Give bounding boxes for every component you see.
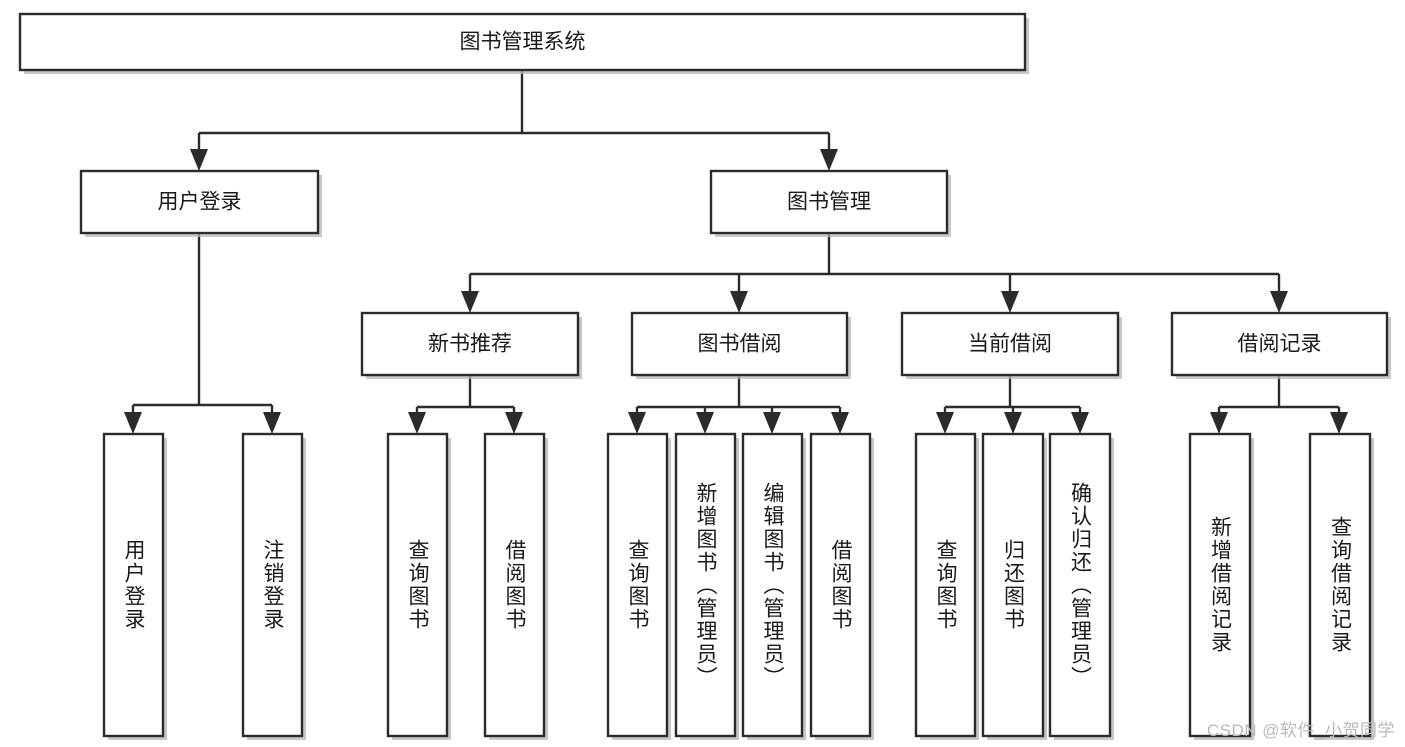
node-box-leaf-add-record[interactable]: [1188, 432, 1252, 738]
arrow-head: [936, 412, 954, 434]
node-box-leaf-user-login[interactable]: [102, 432, 165, 738]
arrow-head: [696, 412, 714, 434]
node-box-leaf-query-record[interactable]: [1308, 432, 1372, 738]
arrow-head: [190, 149, 208, 171]
node-box-leaf-borrow-book-2[interactable]: [809, 432, 872, 738]
node-box-book-manage[interactable]: [709, 169, 949, 235]
node-box-leaf-borrow-book-1[interactable]: [483, 432, 546, 738]
arrow-head: [1330, 412, 1348, 434]
arrow-head: [831, 412, 849, 434]
arrow-head: [263, 412, 281, 434]
node-label-book-borrow: 图书借阅: [698, 333, 782, 356]
arrow-head: [1270, 291, 1288, 313]
node-box-leaf-user-logout[interactable]: [241, 432, 304, 738]
node-box-leaf-query-book-2[interactable]: [606, 432, 669, 738]
node-box-root[interactable]: [18, 12, 1027, 72]
arrow-head: [461, 291, 479, 313]
node-label-root: 图书管理系统: [460, 31, 586, 54]
node-box-leaf-query-book-1[interactable]: [386, 432, 449, 738]
node-box-leaf-add-book[interactable]: [674, 432, 737, 738]
arrow-head: [763, 412, 781, 434]
node-label-new-book-rec: 新书推荐: [428, 333, 512, 356]
arrow-head: [124, 412, 142, 434]
node-box-layer: [18, 12, 1391, 740]
node-box-leaf-confirm-return[interactable]: [1048, 432, 1112, 738]
connector-layer: [124, 70, 1348, 434]
node-box-borrow-record[interactable]: [1170, 311, 1389, 377]
node-box-user-login[interactable]: [79, 169, 320, 235]
arrow-head: [820, 149, 838, 171]
node-label-borrow-record: 借阅记录: [1238, 333, 1322, 356]
node-box-leaf-return-book[interactable]: [981, 432, 1045, 738]
arrow-head: [1071, 412, 1089, 434]
node-box-new-book-rec[interactable]: [360, 311, 580, 377]
arrow-head: [628, 412, 646, 434]
arrow-head: [1001, 291, 1019, 313]
arrow-head: [505, 412, 523, 434]
node-label-book-manage: 图书管理: [787, 191, 871, 214]
node-box-book-borrow[interactable]: [630, 311, 849, 377]
node-label-current-borrow: 当前借阅: [968, 333, 1052, 356]
node-box-current-borrow[interactable]: [900, 311, 1120, 377]
arrow-head: [408, 412, 426, 434]
node-box-leaf-query-book-3[interactable]: [914, 432, 977, 738]
arrow-head: [730, 291, 748, 313]
node-box-leaf-edit-book[interactable]: [741, 432, 804, 738]
node-label-user-login: 用户登录: [158, 191, 242, 214]
csdn-watermark: CSDN @软件_小贺同学: [1206, 721, 1395, 740]
arrow-head: [1210, 412, 1228, 434]
arrow-head: [1004, 412, 1022, 434]
